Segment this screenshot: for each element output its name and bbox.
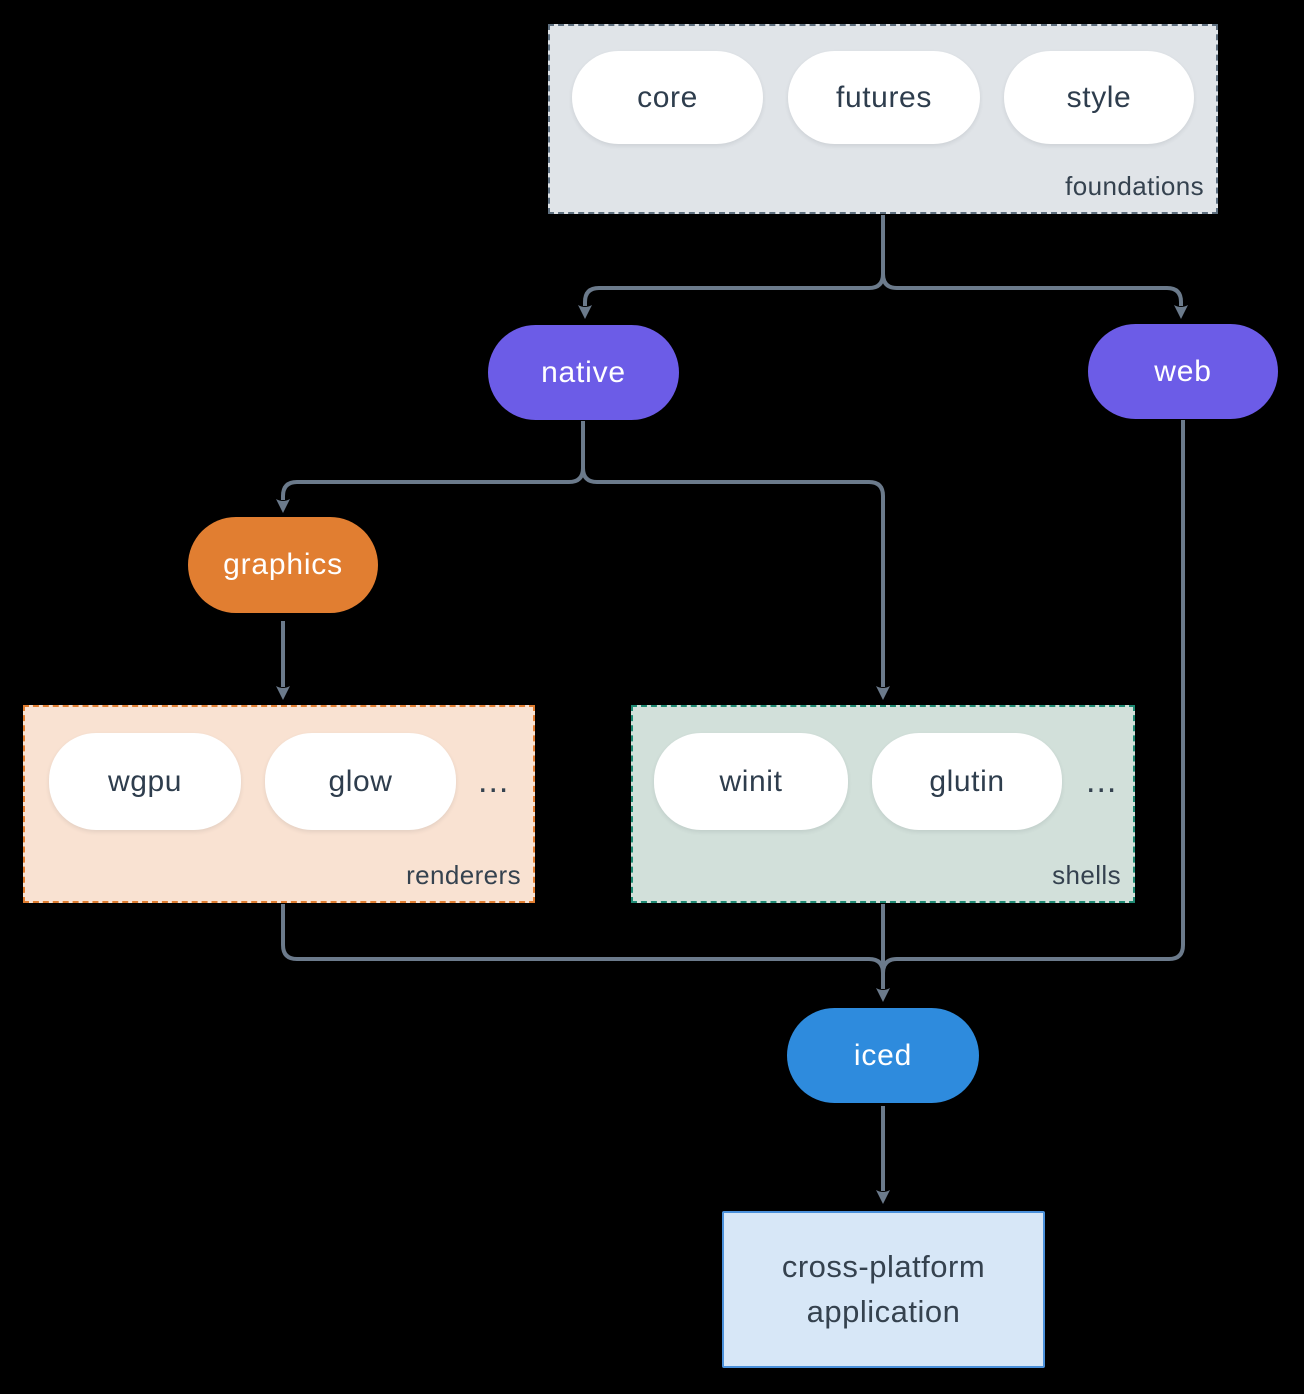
node-style-label: style: [1066, 80, 1132, 114]
node-glow-label: glow: [328, 764, 393, 798]
node-core: core: [572, 51, 763, 144]
node-glutin-label: glutin: [929, 764, 1005, 798]
node-core-label: core: [637, 80, 698, 114]
edge-foundations-web: [881, 215, 1188, 319]
edge-foundations-native: [578, 215, 885, 319]
edge-renderers-iced: [281, 904, 885, 974]
edge-native-shells: [581, 421, 890, 700]
node-wgpu-label: wgpu: [107, 764, 183, 798]
node-glow: glow: [265, 733, 456, 830]
node-web: web: [1088, 324, 1278, 419]
node-iced: iced: [787, 1008, 979, 1103]
node-graphics-label: graphics: [223, 548, 343, 581]
node-style: style: [1004, 51, 1194, 144]
foundations-label: foundations: [1065, 171, 1204, 201]
shells-ellipsis: ...: [1086, 762, 1118, 800]
node-winit-label: winit: [719, 764, 783, 798]
renderers-ellipsis: ...: [478, 762, 510, 800]
node-graphics: graphics: [188, 517, 378, 613]
node-web-label: web: [1154, 354, 1212, 388]
node-wgpu: wgpu: [49, 733, 241, 830]
node-winit: winit: [654, 733, 848, 830]
shells-label: shells: [1052, 860, 1121, 890]
node-glutin: glutin: [872, 733, 1062, 830]
edge-native-graphics: [276, 421, 585, 513]
node-native-label: native: [541, 355, 626, 389]
node-native: native: [488, 325, 679, 420]
node-iced-label: iced: [853, 1038, 913, 1072]
node-futures: futures: [788, 51, 980, 144]
node-futures-label: futures: [836, 80, 932, 114]
app-label-line2: application: [806, 1293, 961, 1329]
node-cross-platform-application: cross-platform application: [722, 1211, 1045, 1368]
renderers-label: renderers: [406, 860, 521, 890]
app-label-line1: cross-platform: [781, 1248, 986, 1284]
